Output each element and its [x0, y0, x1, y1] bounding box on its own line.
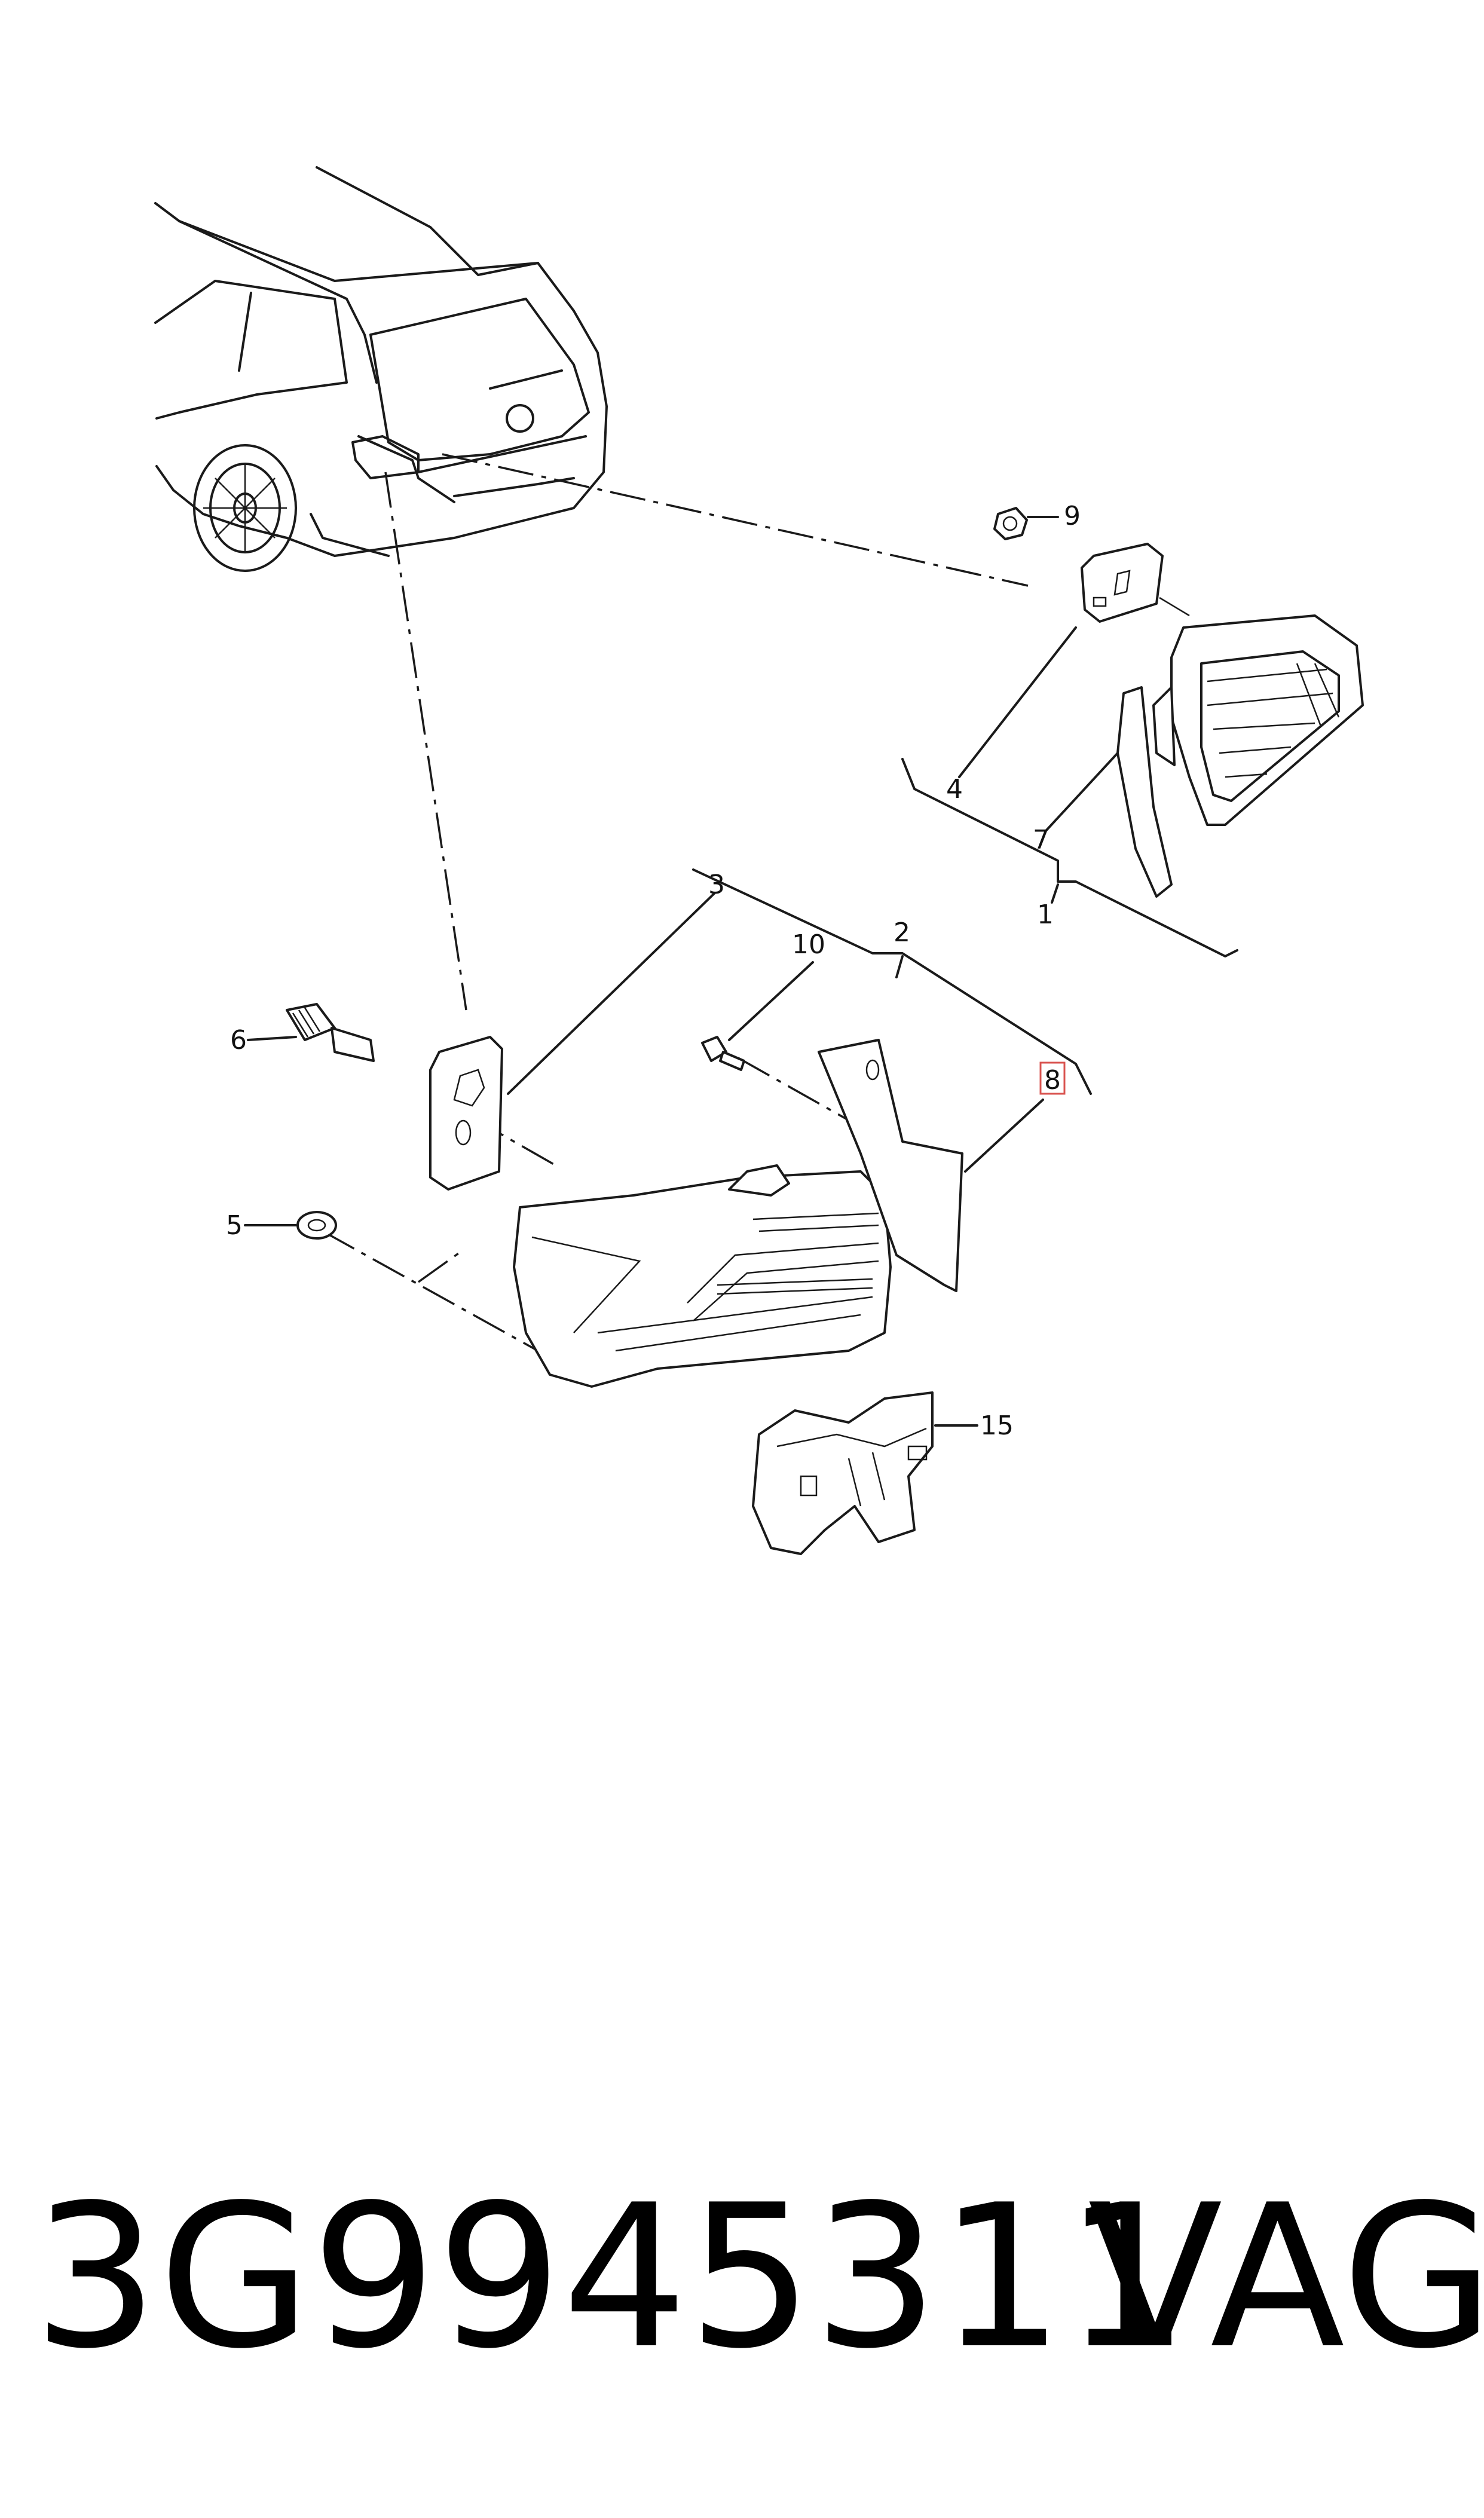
- callout-labels: 9 4 7 1 3 2 10 8 6 5 15: [226, 501, 1081, 1441]
- screw-10: [701, 1036, 745, 1071]
- callout-8: 8: [1044, 1065, 1061, 1096]
- callout-7: 7: [1033, 825, 1049, 855]
- callout-2: 2: [894, 917, 910, 948]
- callout-6: 6: [230, 1025, 247, 1055]
- callout-leaders: [244, 516, 1238, 1427]
- bulb-holder-6: [286, 1003, 375, 1062]
- brand-label: VAG: [1088, 2162, 1484, 2392]
- outer-tail-light: [513, 1164, 892, 1388]
- seal-7: [1116, 686, 1173, 898]
- callout-9: 9: [1064, 501, 1081, 531]
- grommet-5: [296, 1211, 337, 1240]
- part-number: 3G9945311: [33, 2162, 1190, 2392]
- nut-9: [993, 507, 1028, 540]
- inner-tail-light: [1152, 614, 1364, 826]
- car-illustration: [154, 166, 608, 572]
- callout-5: 5: [226, 1210, 243, 1241]
- bracket-15: [752, 1391, 934, 1555]
- callout-1: 1: [1037, 899, 1054, 930]
- bracket-3: [429, 1036, 503, 1191]
- callout-3: 3: [708, 870, 725, 900]
- seal-8: [818, 1039, 963, 1292]
- callout-15: 15: [980, 1411, 1014, 1441]
- bracket-4: [1081, 543, 1190, 623]
- callout-10: 10: [792, 929, 825, 960]
- callout-4: 4: [946, 774, 963, 804]
- callout-8-highlight: [1039, 1061, 1066, 1095]
